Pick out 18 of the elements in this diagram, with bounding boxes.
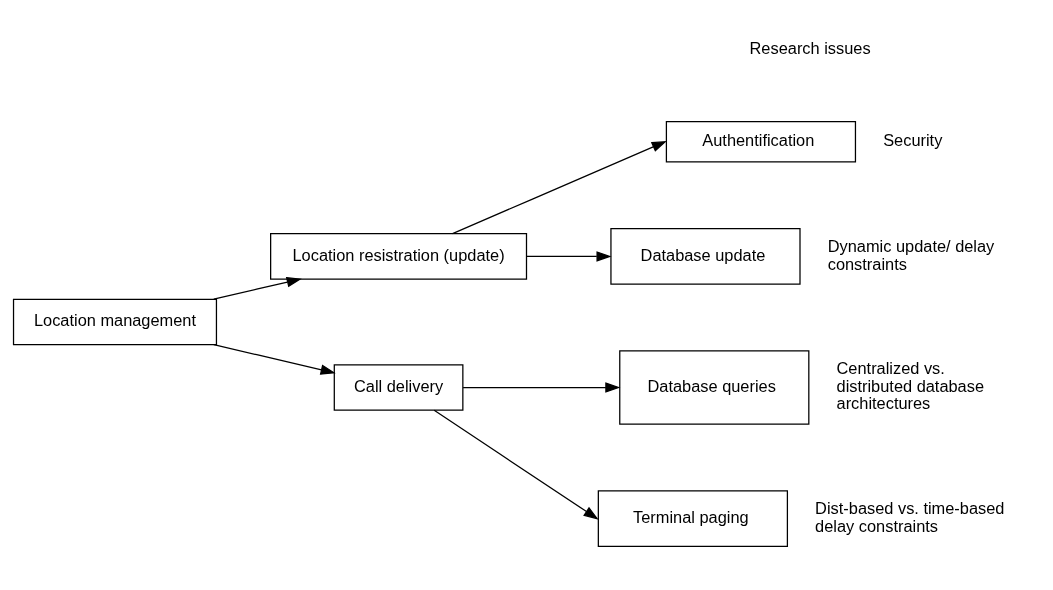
node-box: Call delivery xyxy=(333,363,464,411)
node-label: Dist-based vs. time-based delay constraints xyxy=(815,498,1005,535)
node-box: Database queries xyxy=(619,349,810,425)
node-label: Security xyxy=(883,130,943,149)
arrow xyxy=(213,276,302,300)
node-box: Database update xyxy=(610,227,801,285)
arrow xyxy=(462,381,621,393)
arrow xyxy=(526,250,612,262)
arrow xyxy=(433,409,599,520)
node-box: Location resistration (update) xyxy=(270,232,528,280)
arrow xyxy=(213,343,336,375)
node-label: Centralized vs. distributed database architectures xyxy=(836,358,985,412)
arrow xyxy=(451,140,667,234)
node-box: Location management xyxy=(12,298,218,345)
node-box: Terminal paging xyxy=(597,489,789,547)
node-box: Authentification xyxy=(665,120,857,163)
label: Research issues xyxy=(749,38,871,57)
node-label: Dynamic update/ delay constraints xyxy=(827,236,995,273)
